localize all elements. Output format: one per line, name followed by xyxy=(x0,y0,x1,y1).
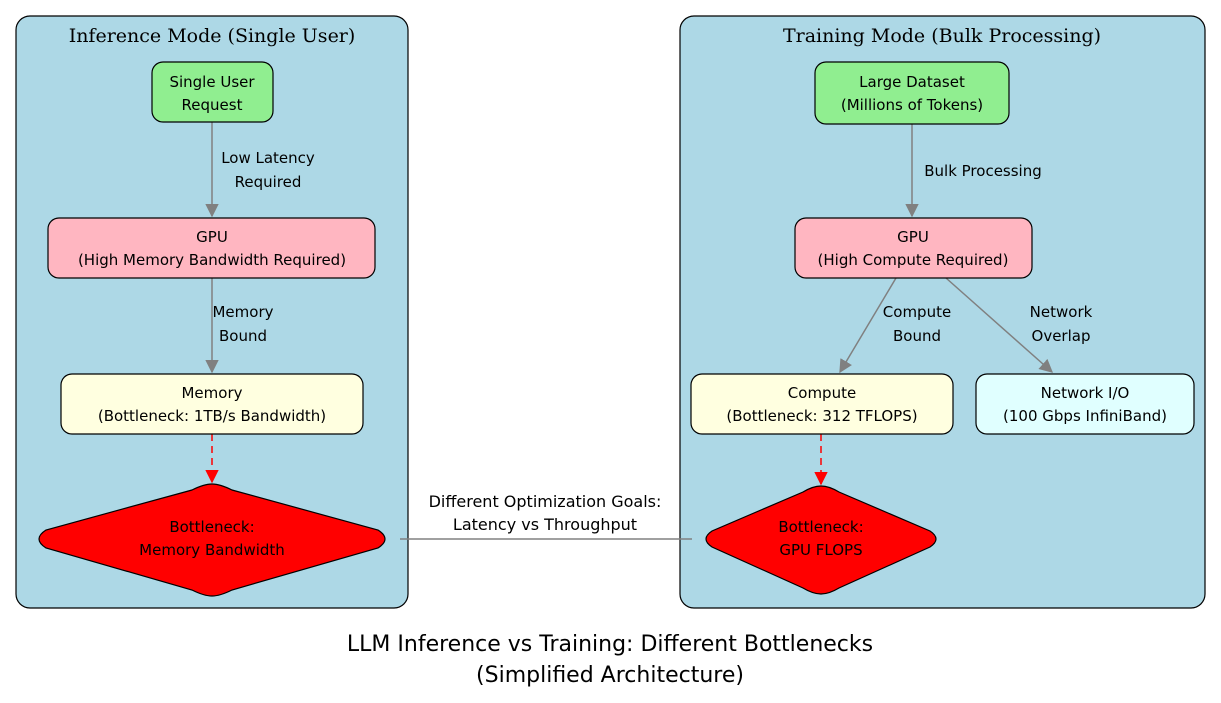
caption-line-2: (Simplified Architecture) xyxy=(476,663,744,688)
node-label-line: Compute xyxy=(788,384,856,402)
diagram-caption: LLM Inference vs Training: Different Bot… xyxy=(347,632,873,688)
edge-request-to-gpu: Low Latency Required xyxy=(205,122,315,218)
edge-gpu-to-memory: Memory Bound xyxy=(205,278,274,374)
node-label-line: GPU xyxy=(897,228,929,246)
cross-edge-label-1: Different Optimization Goals: xyxy=(429,492,662,511)
training-cluster-title: Training Mode (Bulk Processing) xyxy=(783,25,1101,47)
node-memory-bottleneck: Bottleneck: Memory Bandwidth xyxy=(38,483,386,597)
node-label-line: (High Compute Required) xyxy=(818,251,1009,269)
node-label-line: (Bottleneck: 312 TFLOPS) xyxy=(726,407,917,425)
node-large-dataset: Large Dataset (Millions of Tokens) xyxy=(814,61,1010,125)
edge-label-compute-bound-1: Compute xyxy=(883,303,951,321)
node-label-line: Large Dataset xyxy=(859,73,965,91)
node-label-line: GPU FLOPS xyxy=(779,541,862,559)
edge-label-compute-bound-2: Bound xyxy=(893,327,941,345)
edge-cross-cluster: Different Optimization Goals: Latency vs… xyxy=(400,492,692,540)
node-label-line: Bottleneck: xyxy=(778,518,863,536)
edge-label-network-overlap-2: Overlap xyxy=(1032,327,1091,345)
node-label-line: Single User xyxy=(169,73,255,91)
node-label-line: (100 Gbps InfiniBand) xyxy=(1003,407,1167,425)
edge-dataset-to-gpu: Bulk Processing xyxy=(905,124,1042,218)
node-label-line: Memory xyxy=(181,384,242,402)
node-memory: Memory (Bottleneck: 1TB/s Bandwidth) xyxy=(60,373,364,435)
node-label-line: Bottleneck: xyxy=(169,518,254,536)
node-training-gpu: GPU (High Compute Required) xyxy=(794,217,1033,279)
node-label-line: GPU xyxy=(196,228,228,246)
edge-gpu-to-network: Network Overlap xyxy=(945,277,1093,373)
edge-gpu-to-compute: Compute Bound xyxy=(839,277,951,374)
node-label-line: Memory Bandwidth xyxy=(139,541,285,559)
caption-line-1: LLM Inference vs Training: Different Bot… xyxy=(347,632,873,657)
node-inference-gpu: GPU (High Memory Bandwidth Required) xyxy=(47,217,376,279)
node-flops-bottleneck: Bottleneck: GPU FLOPS xyxy=(705,485,937,595)
edge-label-memory-bound-1: Memory xyxy=(212,303,273,321)
cross-edge-label-2: Latency vs Throughput xyxy=(453,515,637,534)
node-single-user-request: Single User Request xyxy=(151,61,274,123)
inference-cluster-title: Inference Mode (Single User) xyxy=(69,25,356,47)
node-label-line: (High Memory Bandwidth Required) xyxy=(78,251,346,269)
edge-label-network-overlap-1: Network xyxy=(1030,303,1093,321)
edge-label-low-latency-1: Low Latency xyxy=(221,149,315,167)
node-label-line: (Millions of Tokens) xyxy=(841,96,983,114)
node-label-line: (Bottleneck: 1TB/s Bandwidth) xyxy=(98,407,326,425)
edge-label-bulk-processing: Bulk Processing xyxy=(924,162,1042,180)
edge-label-low-latency-2: Required xyxy=(235,173,302,191)
node-label-line: Request xyxy=(182,96,243,114)
node-compute: Compute (Bottleneck: 312 TFLOPS) xyxy=(690,373,954,435)
node-label-line: Network I/O xyxy=(1041,384,1130,402)
edge-label-memory-bound-2: Bound xyxy=(219,327,267,345)
node-network-io: Network I/O (100 Gbps InfiniBand) xyxy=(975,373,1195,435)
training-cluster: Training Mode (Bulk Processing) xyxy=(679,15,1206,609)
